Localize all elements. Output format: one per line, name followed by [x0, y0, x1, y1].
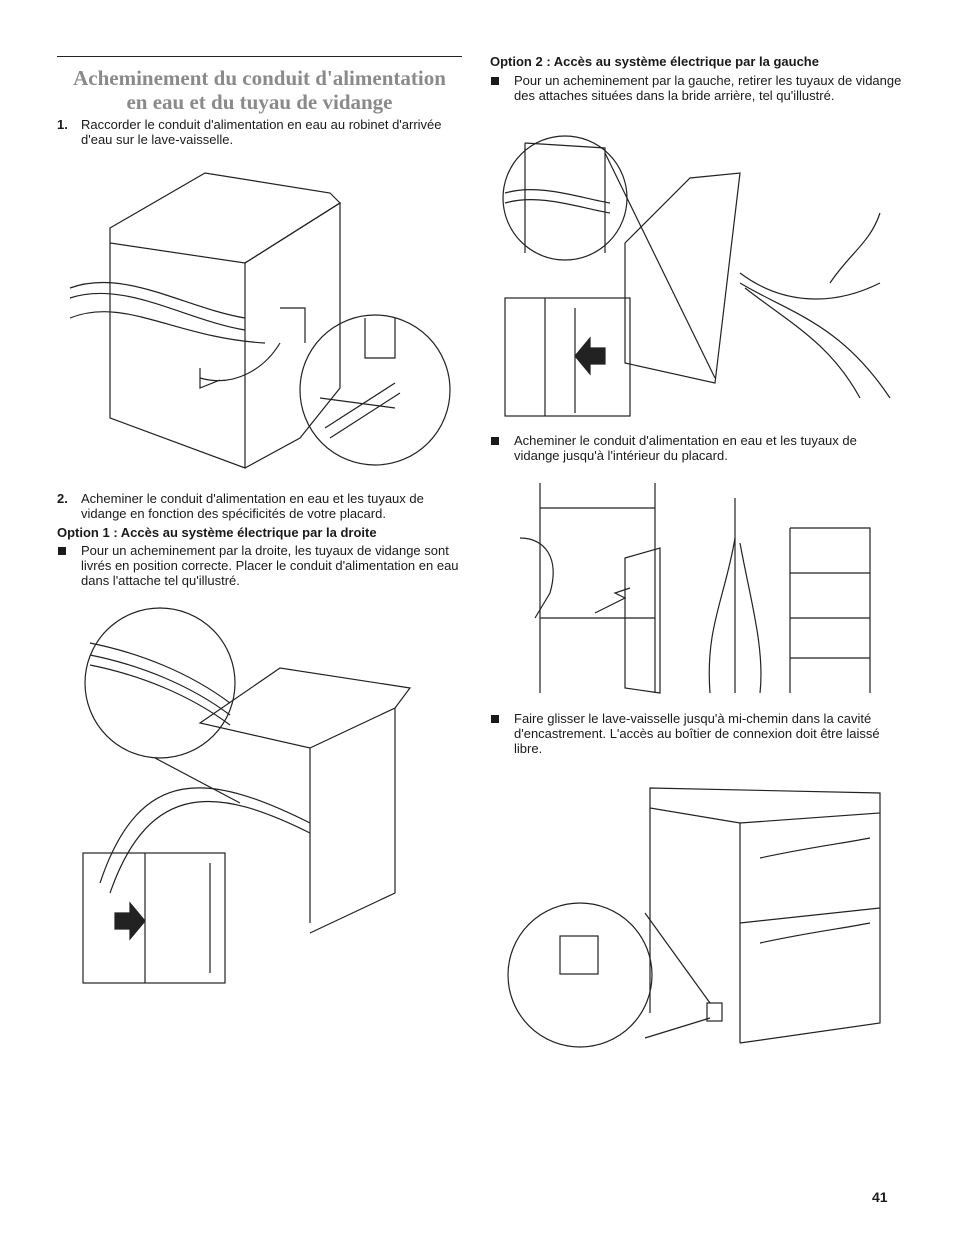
bullet-text: Acheminer le conduit d'alimentation en e…: [514, 433, 857, 463]
bullet-text: Faire glisser le lave-vaisselle jusqu'à …: [514, 711, 880, 756]
title-line-2: en eau et du tuyau de vidange: [126, 90, 393, 114]
option2-bullet-2: Acheminer le conduit d'alimentation en e…: [490, 433, 905, 463]
figure-dishwasher-cavity: [507, 787, 881, 1048]
option1-bullet: Pour un acheminement par la droite, les …: [57, 543, 472, 588]
option2-heading: Option 2 : Accès au système électrique p…: [490, 54, 819, 69]
figure-left-routing: [502, 135, 891, 417]
bullet-text: Pour un acheminement par la droite, les …: [81, 543, 459, 588]
bullet-icon: [491, 437, 499, 445]
step-2: 2. Acheminer le conduit d'alimentation e…: [57, 491, 472, 521]
header-rule: [57, 56, 462, 57]
step-number: 2.: [57, 491, 68, 506]
section-title: Acheminement du conduit d'alimentation e…: [47, 66, 472, 114]
option1-heading: Option 1 : Accès au système électrique p…: [57, 525, 377, 540]
bullet-text: Pour un acheminement par la gauche, reti…: [514, 73, 902, 103]
step-number: 1.: [57, 117, 68, 132]
option2-bullet-3: Faire glisser le lave-vaisselle jusqu'à …: [490, 711, 905, 756]
figure-cabinet-routing: [519, 483, 871, 694]
bullet-icon: [491, 77, 499, 85]
figure-water-line-connection: [69, 172, 451, 469]
bullet-icon: [58, 547, 66, 555]
page-number: 41: [872, 1189, 888, 1205]
step-1: 1. Raccorder le conduit d'alimentation e…: [57, 117, 472, 147]
bullet-icon: [491, 715, 499, 723]
figure-right-routing: [82, 607, 412, 984]
step-text: Raccorder le conduit d'alimentation en e…: [81, 117, 442, 147]
option2-bullet-1: Pour un acheminement par la gauche, reti…: [490, 73, 905, 103]
step-text: Acheminer le conduit d'alimentation en e…: [81, 491, 424, 521]
title-line-1: Acheminement du conduit d'alimentation: [73, 66, 446, 90]
